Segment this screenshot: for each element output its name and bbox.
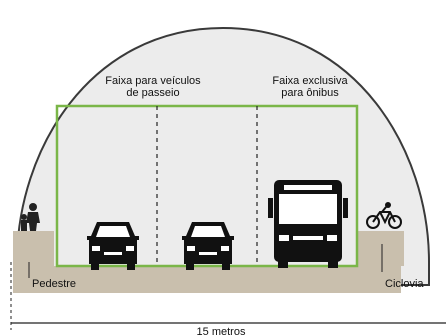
road-platform — [13, 262, 401, 293]
passenger-lanes-line2: de passeio — [126, 87, 180, 99]
bus-lane-label: Faixa exclusiva para ônibus — [255, 75, 365, 99]
bus-lane-line2: para ônibus — [281, 87, 339, 99]
passenger-lanes-label: Faixa para veículos de passeio — [92, 75, 214, 99]
width-label: 15 metros — [196, 326, 246, 336]
sidewalk-left — [13, 231, 54, 266]
bus-icon — [268, 180, 348, 268]
bicycle-icon — [366, 202, 402, 229]
car-icon — [87, 222, 139, 270]
bike-lane-label: Ciclovia — [385, 278, 424, 290]
passenger-lanes-line1: Faixa para veículos — [105, 75, 201, 87]
pedestrian-icon — [21, 203, 40, 231]
pedestrian-label: Pedestre — [32, 278, 77, 290]
bike-lane-platform — [357, 231, 404, 266]
lanes-outline — [55, 104, 359, 268]
car-icon — [182, 222, 234, 270]
bus-lane-line1: Faixa exclusiva — [272, 75, 348, 87]
